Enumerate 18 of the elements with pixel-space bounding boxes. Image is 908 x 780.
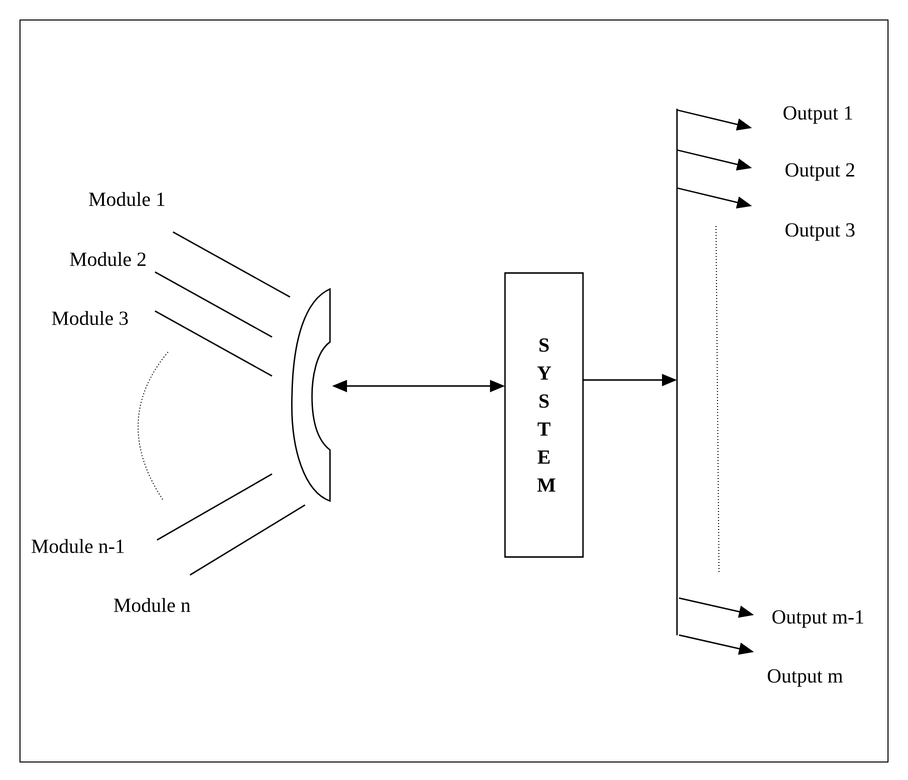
bus-line bbox=[676, 108, 678, 636]
module-label: Module n-1 bbox=[32, 538, 124, 554]
module-label: Module n bbox=[114, 598, 190, 612]
output-label: Output 2 bbox=[786, 163, 854, 181]
output-label: Output 3 bbox=[786, 223, 854, 241]
output-label: Output 1 bbox=[784, 106, 852, 124]
system-box: S Y S T E M bbox=[504, 272, 584, 558]
connector-line bbox=[154, 310, 272, 377]
module-label: Module 3 bbox=[52, 310, 128, 326]
connector-line bbox=[172, 231, 290, 298]
output-label: Output m bbox=[768, 669, 843, 687]
connector-line bbox=[156, 473, 272, 541]
connector-line bbox=[190, 504, 306, 576]
module-label: Module 1 bbox=[88, 192, 164, 206]
module-label: Module 2 bbox=[70, 252, 146, 266]
output-label: Output m-1 bbox=[772, 610, 864, 628]
connector-drawing bbox=[291, 288, 331, 502]
connector-line bbox=[154, 271, 272, 338]
